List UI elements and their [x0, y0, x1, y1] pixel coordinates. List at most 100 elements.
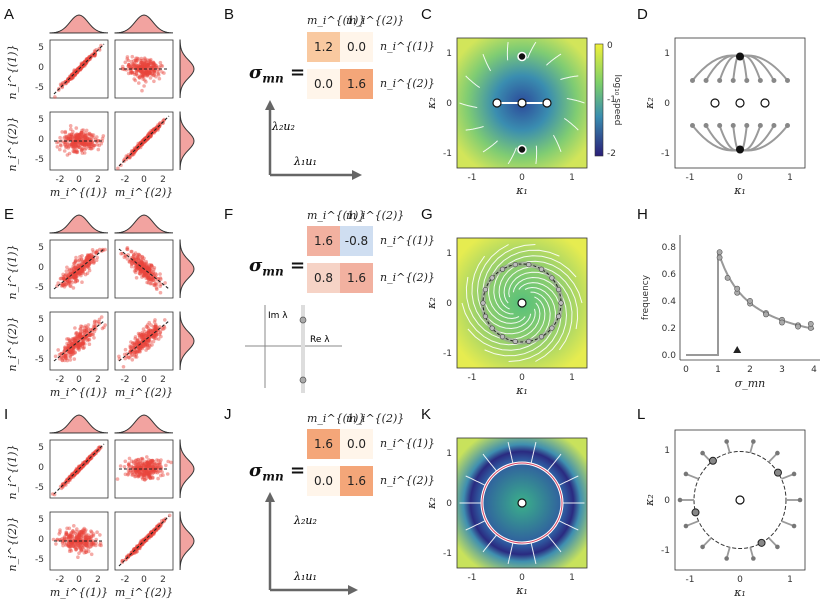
scatter-point	[78, 533, 82, 537]
scatter-point	[62, 483, 67, 487]
scatter-point	[134, 268, 138, 272]
scatter-point	[82, 142, 86, 147]
scatter-point	[147, 267, 152, 271]
scatter-point	[146, 464, 151, 468]
scatter-point	[60, 358, 64, 362]
scatter-point	[135, 255, 139, 260]
scatter-point	[85, 253, 90, 257]
scatter-point	[79, 548, 84, 552]
scatter-point	[149, 129, 153, 133]
scatter-point	[140, 62, 145, 67]
scatter-point	[68, 76, 73, 81]
scatter-point	[140, 275, 144, 279]
scatter-point	[138, 267, 143, 272]
scatter-point	[76, 344, 81, 348]
scatter-point	[142, 333, 147, 337]
scatter-point	[81, 464, 85, 469]
scatter-point	[82, 544, 86, 549]
scatter-point	[144, 324, 149, 329]
scatter-point	[80, 142, 85, 146]
scatter-point	[135, 263, 139, 267]
scatter-point	[148, 344, 152, 348]
scatter-point	[148, 335, 153, 339]
scatter-point	[140, 270, 145, 274]
trajectory-endpoint	[512, 261, 518, 268]
scatter-point	[144, 262, 149, 267]
scatter-point	[71, 337, 75, 342]
y-tick-label: 0	[446, 99, 452, 109]
scatter-point	[148, 465, 153, 470]
scatter-point	[145, 60, 149, 65]
scatter-point	[149, 130, 154, 135]
scatter-point	[137, 258, 141, 263]
scatter-point	[152, 70, 156, 74]
scatter-point	[138, 69, 143, 73]
scatter-point	[145, 266, 150, 271]
scatter-point	[138, 141, 143, 146]
scatter-point	[151, 332, 155, 337]
scatter-point	[140, 456, 145, 461]
scatter-point	[136, 63, 141, 68]
scatter-point	[76, 259, 81, 263]
scatter-point	[143, 342, 148, 347]
lambda1-label: λ₁u₁	[293, 570, 317, 583]
scatter-point	[66, 280, 70, 284]
scatter-point	[167, 513, 172, 518]
scatter-point	[120, 67, 124, 71]
scatter-point	[137, 75, 142, 80]
scatter-point	[80, 141, 84, 145]
x-tick-label: 2	[747, 365, 753, 375]
scatter-point	[148, 476, 153, 480]
scatter-point	[142, 264, 147, 269]
scatter-point	[122, 255, 127, 260]
scatter-point	[138, 346, 142, 351]
y-tick-label: -5	[35, 355, 44, 365]
scatter-point	[73, 73, 77, 77]
scatter-point	[97, 448, 101, 452]
scatter-point	[132, 146, 137, 150]
scatter-point	[136, 458, 140, 462]
x-tick-label: 1	[569, 173, 575, 183]
scatter-point	[131, 255, 135, 260]
unstable-fixed-point	[517, 298, 527, 308]
scatter-point	[141, 332, 145, 337]
scatter-point	[86, 255, 91, 259]
scatter-point	[80, 341, 85, 345]
scatter-point	[153, 318, 157, 322]
scatter-point	[137, 470, 141, 474]
scatter-point	[150, 264, 154, 269]
scatter-point	[134, 263, 138, 267]
scatter-point	[127, 62, 131, 67]
scatter-point	[75, 337, 79, 342]
trajectory-start	[690, 78, 695, 83]
panel-label-h: H	[637, 206, 648, 223]
scatter-point	[81, 61, 86, 66]
scatter-point	[83, 537, 88, 542]
scatter-point	[136, 474, 141, 479]
scatter-point	[79, 269, 83, 273]
scatter-point	[72, 275, 76, 280]
scatter-point	[126, 462, 131, 467]
scatter-point	[141, 264, 146, 269]
scatter-point	[143, 63, 147, 67]
scatter-point	[96, 147, 101, 152]
scatter-point	[86, 136, 90, 140]
scatter-point	[146, 62, 150, 67]
scatter-point	[158, 460, 162, 464]
scatter-point	[136, 349, 140, 353]
scatter-point	[63, 481, 68, 486]
scatter-point	[144, 71, 148, 75]
scatter-point	[150, 460, 154, 465]
scatter-point	[82, 550, 87, 555]
scatter-point	[149, 277, 154, 282]
scatter-point	[133, 472, 138, 476]
scatter-point	[135, 58, 140, 63]
scatter-point	[92, 543, 96, 547]
scatter-point	[66, 337, 71, 341]
scatter-point	[147, 270, 152, 275]
scatter-point	[71, 544, 75, 549]
scatter-point	[148, 270, 152, 275]
scatter-point	[147, 70, 152, 75]
scatter-point	[162, 117, 166, 122]
